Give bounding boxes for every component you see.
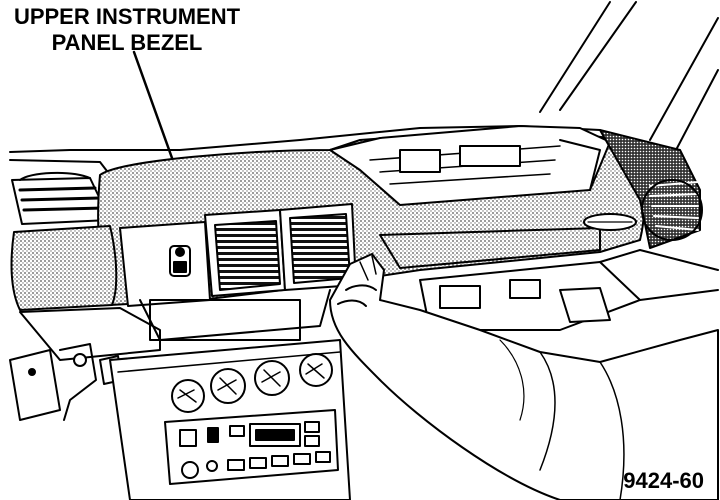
- center-air-vent-left: [204, 209, 286, 297]
- left-side-vent: [11, 171, 111, 225]
- climate-knob-1: [171, 379, 205, 413]
- climate-knob-4: [299, 353, 333, 387]
- emblem: [583, 213, 637, 231]
- technician-hand: [329, 253, 719, 500]
- right-lower-dash: [599, 249, 719, 301]
- center-air-vent-right: [279, 203, 357, 291]
- callout-line-2: PANEL BEZEL: [51, 30, 203, 55]
- cluster-opening: [329, 125, 611, 206]
- figure-number: 9424-60: [623, 468, 704, 493]
- windshield-lines: [539, 1, 719, 151]
- callout-label: UPPER INSTRUMENT PANEL BEZEL: [2, 4, 252, 56]
- callout-line-1: UPPER INSTRUMENT: [13, 4, 241, 29]
- climate-knob-2: [210, 368, 246, 404]
- callout-leader: [132, 50, 174, 160]
- radio-unit: [164, 409, 339, 485]
- lower-dash-structure: [19, 261, 641, 361]
- bezel-switch: [169, 245, 191, 277]
- climate-knob-3: [254, 360, 290, 396]
- right-end-vent: [599, 129, 703, 249]
